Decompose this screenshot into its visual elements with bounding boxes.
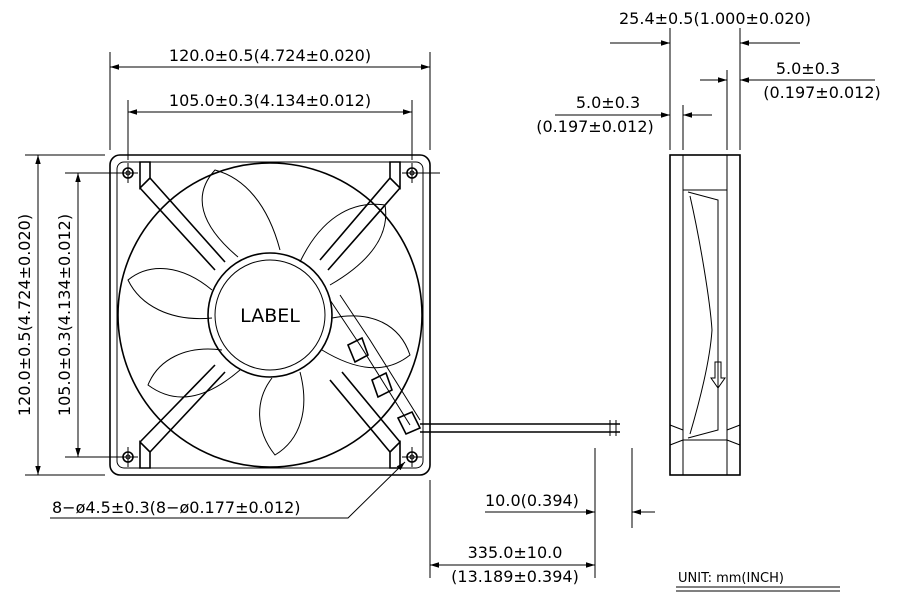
wire-exit bbox=[396, 410, 422, 436]
lead-wires bbox=[420, 423, 620, 433]
spoke-br bbox=[329, 371, 401, 453]
side-dimensions: 25.4±0.5(1.000±0.020) 5.0±0.3 (0.197±0.0… bbox=[536, 9, 881, 150]
depth-dimension: 25.4±0.5(1.000±0.020) bbox=[619, 9, 811, 28]
mounting-holes-dimension: 8−ø4.5±0.3(8−ø0.177±0.012) bbox=[52, 498, 301, 517]
unit-note-text: UNIT: mm(INCH) bbox=[678, 571, 784, 586]
overall-height-dimension: 120.0±0.5(4.724±0.020) bbox=[15, 214, 34, 416]
mounting-holes-leader bbox=[50, 461, 406, 519]
unit-note-underline bbox=[676, 586, 840, 592]
depth-extension-lines bbox=[669, 28, 741, 150]
lead-length-inch: (13.189±0.394) bbox=[451, 567, 579, 586]
front-view: LABEL bbox=[109, 154, 620, 476]
fan-hub-inner bbox=[214, 259, 326, 371]
wire-clip-2 bbox=[371, 371, 393, 399]
corner-cutout-br bbox=[389, 440, 401, 469]
lead-length-mm: 335.0±10.0 bbox=[468, 543, 563, 562]
side-flange-lines bbox=[682, 155, 728, 475]
pitch-height-extension-lines bbox=[65, 172, 118, 458]
wire-channel bbox=[329, 294, 421, 426]
side-view bbox=[669, 154, 741, 476]
lead-extension-lines bbox=[429, 448, 596, 578]
airflow-arrow-icon bbox=[710, 361, 726, 389]
hole-pitch-height-dimension: 105.0±0.3(4.134±0.012) bbox=[55, 214, 74, 416]
corner-cutout-bl bbox=[139, 440, 151, 469]
spoke-tl bbox=[139, 177, 226, 271]
overall-width-dimension: 120.0±0.5(4.724±0.020) bbox=[169, 46, 371, 65]
spoke-tr bbox=[319, 177, 401, 271]
fan-frame-outline bbox=[109, 154, 431, 476]
fan-hub-outer bbox=[207, 252, 333, 378]
wire-strip-ends bbox=[609, 420, 617, 436]
corner-cutout-tr bbox=[389, 161, 401, 190]
strip-length-dimension: 10.0(0.394) bbox=[485, 491, 579, 510]
left-flange-inch: (0.197±0.012) bbox=[536, 117, 654, 136]
right-flange-mm: 5.0±0.3 bbox=[776, 59, 840, 78]
spoke-bl bbox=[139, 364, 226, 453]
fan-frame-inner bbox=[116, 161, 424, 469]
side-flange-inner bbox=[683, 189, 727, 441]
front-dimensions: 120.0±0.5(4.724±0.020) 105.0±0.3(4.134±0… bbox=[15, 46, 431, 519]
impeller-blades bbox=[127, 169, 411, 456]
side-wire-marks bbox=[669, 424, 741, 446]
right-flange-inch: (0.197±0.012) bbox=[763, 83, 881, 102]
side-frame-outline bbox=[669, 154, 741, 476]
wire-clip-1 bbox=[346, 336, 369, 364]
side-blade-profile bbox=[687, 191, 719, 439]
hole-pitch-width-dimension: 105.0±0.3(4.134±0.012) bbox=[169, 91, 371, 110]
left-flange-mm: 5.0±0.3 bbox=[576, 93, 640, 112]
mounting-holes bbox=[118, 163, 440, 467]
fan-venturi bbox=[117, 162, 423, 468]
side-blade-curve bbox=[689, 195, 713, 435]
unit-note: UNIT: mm(INCH) bbox=[676, 571, 840, 592]
corner-cutout-tl bbox=[139, 161, 151, 190]
lead-wire-dimensions: 335.0±10.0 (13.189±0.394) 10.0(0.394) bbox=[429, 448, 655, 586]
hub-label: LABEL bbox=[240, 305, 300, 327]
